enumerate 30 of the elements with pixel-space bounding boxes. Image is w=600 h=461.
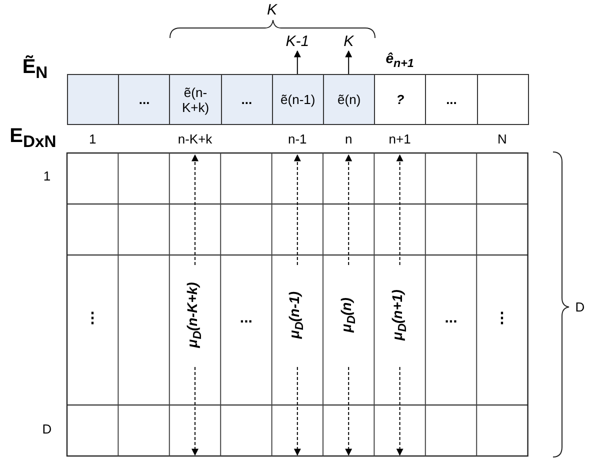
ellipsis: ⋮ <box>85 310 100 326</box>
brace-label: K <box>267 2 277 18</box>
matrix-label: E$_{DxN}$ <box>10 125 56 153</box>
ellipsis: ... <box>240 310 252 326</box>
vector-cell: ... <box>118 74 170 125</box>
column-index: N <box>498 132 507 146</box>
vector-cell <box>67 74 120 125</box>
index-label: K-1 <box>286 34 310 50</box>
index-label: K <box>344 34 354 50</box>
vector-cell: ẽ(n-K+k) <box>169 74 222 125</box>
vector-cell <box>476 74 529 125</box>
column-index: 1 <box>88 132 96 146</box>
vector-cell: ... <box>220 74 273 125</box>
vector-cell: ? <box>374 74 426 125</box>
vector-cell: ẽ(n) <box>323 74 376 125</box>
ellipsis: ⋮ <box>494 310 510 326</box>
column-index: n-1 <box>288 132 307 146</box>
vector-label: Ẽ$_{N}$ <box>22 56 48 84</box>
arrow <box>294 50 301 74</box>
cell-annotation: ê$_{n+1}$ <box>386 51 414 71</box>
row-index: 1 <box>43 168 51 184</box>
brace-label: D <box>575 300 585 314</box>
vector-cell: ... <box>425 74 478 125</box>
ellipsis: ... <box>444 310 458 326</box>
column-index: n-K+k <box>178 132 212 146</box>
arrow <box>345 50 352 74</box>
column-index: n+1 <box>388 132 411 146</box>
vector-cell: ẽ(n-1) <box>272 74 324 125</box>
column-index: n <box>344 132 352 146</box>
row-index: D <box>42 422 52 436</box>
